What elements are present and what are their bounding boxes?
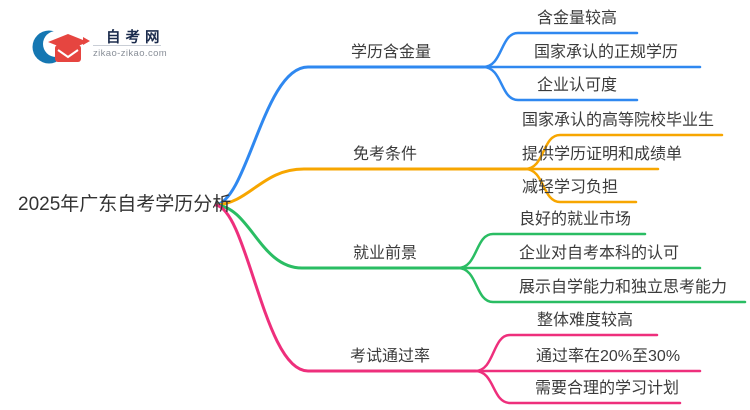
- child-node[interactable]: 含金量较高: [537, 10, 618, 27]
- branch-xueli-hanjinliang[interactable]: 学历含金量: [350, 44, 431, 61]
- child-node[interactable]: 展示自学能力和独立思考能力: [519, 279, 728, 296]
- site-logo[interactable]: 自考网 zikao-zikao.com: [28, 6, 188, 64]
- child-node[interactable]: 通过率在20%至30%: [536, 348, 681, 365]
- site-name: 自考网: [106, 30, 165, 46]
- child-node[interactable]: 减轻学习负担: [522, 179, 619, 196]
- child-node[interactable]: 提供学历证明和成绩单: [522, 146, 683, 163]
- branch-miankao-tiaojian[interactable]: 免考条件: [352, 146, 417, 163]
- branch-jiuye-qianjing[interactable]: 就业前景: [352, 245, 417, 262]
- branch-kaoshi-tongguolv[interactable]: 考试通过率: [349, 348, 430, 365]
- child-node[interactable]: 国家承认的正规学历: [534, 44, 679, 61]
- logo-divider: [93, 45, 161, 46]
- child-node[interactable]: 企业对自考本科的认可: [519, 245, 680, 262]
- site-url: zikao-zikao.com: [93, 48, 168, 59]
- child-node[interactable]: 良好的就业市场: [519, 211, 632, 228]
- root-topic[interactable]: 2025年广东自考学历分析: [18, 194, 232, 215]
- child-node[interactable]: 整体难度较高: [537, 312, 634, 329]
- graduation-cap-icon: [32, 30, 90, 64]
- child-node[interactable]: 需要合理的学习计划: [535, 380, 680, 397]
- child-node[interactable]: 国家承认的高等院校毕业生: [522, 112, 715, 129]
- child-node[interactable]: 企业认可度: [537, 77, 618, 94]
